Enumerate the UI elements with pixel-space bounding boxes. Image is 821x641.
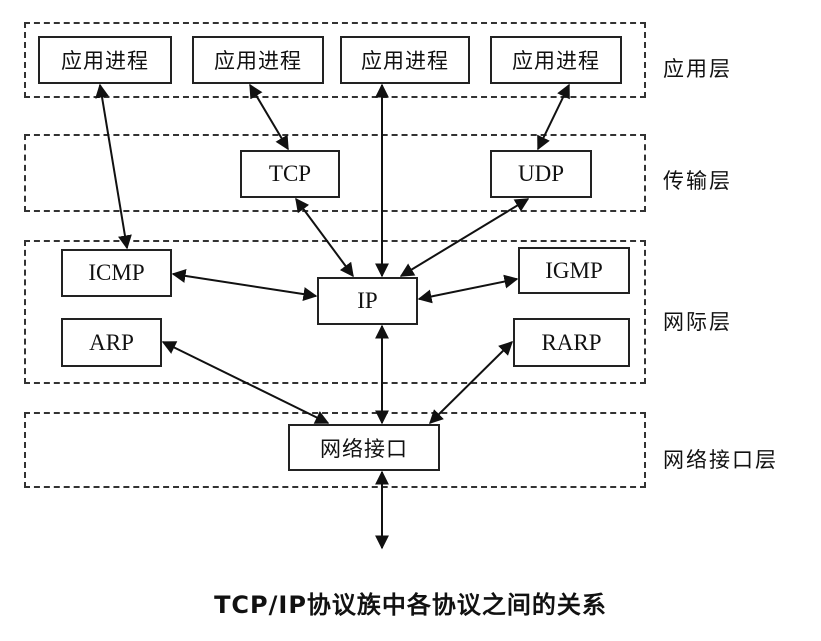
arp-node: ARP [61,318,162,367]
app-process-4: 应用进程 [490,36,622,84]
app-process-3: 应用进程 [340,36,470,84]
arrow-app1-to-icmp [95,83,132,250]
arrow-igmp-to-ip [417,274,519,304]
icmp-node: ICMP [61,249,172,297]
ip-node: IP [317,277,418,325]
udp-node: UDP [490,150,592,198]
application-layer-label: 应用层 [663,57,732,81]
internet-layer-label: 网际层 [663,310,732,334]
igmp-node: IGMP [518,247,630,294]
app-process-1: 应用进程 [38,36,172,84]
rarp-node: RARP [513,318,630,367]
diagram-caption: TCP/IP协议族中各协议之间的关系 [214,591,607,619]
app-process-2: 应用进程 [192,36,324,84]
arrow-rarp-to-netif [429,341,513,424]
tcp-node: TCP [240,150,340,198]
arrow-udp-to-ip [399,198,530,277]
arrow-app4-to-udp [537,83,570,151]
arrow-tcp-to-ip [295,197,354,278]
arrow-app2-to-tcp [249,83,289,151]
transport-layer-label: 传输层 [663,169,732,193]
link-layer-label: 网络接口层 [663,448,778,472]
arrow-arp-to-netif [161,341,330,424]
network-interface-node: 网络接口 [288,424,440,471]
application-layer [24,22,646,98]
arrow-icmp-to-ip [171,268,318,302]
link-layer [24,412,646,488]
